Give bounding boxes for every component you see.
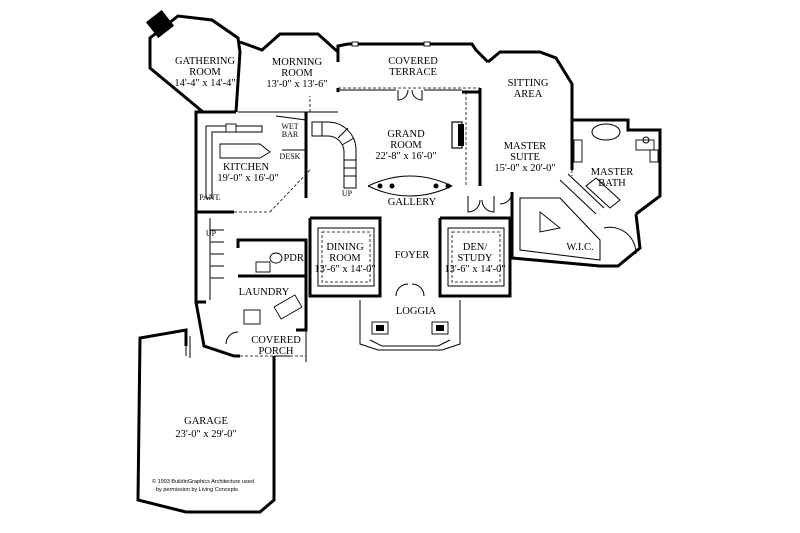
pdr-name: PDR.: [283, 253, 306, 264]
den-study-dims: 13'-6" x 14'-0": [444, 264, 505, 275]
dining-room-name: DINING: [326, 242, 364, 253]
bathtub: [591, 123, 621, 141]
gathering-room-name2: ROOM: [189, 67, 221, 78]
copyright-line-1: © 1993 BuildinGraphics Architecture used: [152, 478, 254, 485]
wic-name: W.I.C.: [566, 242, 593, 253]
den-study-name: DEN/: [463, 242, 488, 253]
copyright-note: © 1993 BuildinGraphics Architecture used…: [152, 478, 254, 493]
foyer: [379, 232, 441, 297]
covered-terrace-name2: TERRACE: [389, 67, 437, 78]
grand-room: [304, 88, 480, 198]
den-study: [438, 216, 512, 298]
copyright-line-2: by permission by Living Concepts: [156, 487, 238, 493]
kitchen: [194, 110, 311, 214]
morning-room-name2: ROOM: [281, 68, 313, 79]
laundry: [238, 274, 308, 332]
walk-in-closet: [510, 173, 642, 268]
covered-terrace-name: COVERED: [388, 56, 438, 67]
dining-room-name2: ROOM: [329, 253, 361, 264]
dining-room-dims: 13'-6" x 14'-0": [314, 264, 375, 275]
grand-room-name2: ROOM: [390, 140, 422, 151]
master-bath-name: MASTER: [591, 167, 634, 178]
kitchen-name: KITCHEN: [223, 162, 269, 173]
grand-room-dims: 22'-8" x 16'-0": [375, 151, 436, 162]
master-suite: [478, 92, 574, 218]
dining-room: [308, 216, 382, 298]
stair-up-label: UP: [342, 189, 353, 198]
small-labels: WET BAR DESK PANT. UP UP: [199, 122, 352, 238]
gathering-room-dims: 14'-4" x 14'-4": [174, 78, 235, 89]
covered-porch-name2: PORCH: [258, 346, 293, 357]
kitchen-dims: 19'-0" x 16'-0": [217, 173, 278, 184]
master-bath-name2: BATH: [598, 178, 626, 189]
staircase: [311, 121, 357, 189]
loggia: [359, 300, 461, 351]
morning-room-name: MORNING: [272, 57, 323, 68]
gathering-room: [145, 9, 242, 114]
back-stair: [194, 212, 224, 304]
loggia-name: LOGGIA: [396, 306, 437, 317]
gallery-name: GALLERY: [388, 197, 437, 208]
covered-porch-name: COVERED: [251, 335, 301, 346]
garage-name: GARAGE: [184, 416, 228, 427]
sitting-area-name: SITTING: [508, 78, 549, 89]
master-bath: [572, 118, 662, 216]
room-labels: GATHERING ROOM 14'-4" x 14'-4" MORNING R…: [174, 56, 633, 440]
gathering-room-name: GATHERING: [175, 56, 235, 67]
gallery: [367, 92, 495, 213]
den-study-name2: STUDY: [457, 253, 492, 264]
pantry-label: PANT.: [199, 193, 221, 202]
wet-bar-label-2: BAR: [282, 130, 299, 139]
desk-label: DESK: [280, 152, 301, 161]
wet-bar-label-1: WET: [281, 122, 298, 131]
morning-room-dims: 13'-0" x 13'-6": [266, 79, 327, 90]
grand-room-name: GRAND: [387, 129, 425, 140]
powder-room: [236, 238, 308, 276]
sitting-area-name2: AREA: [514, 89, 543, 100]
laundry-name: LAUNDRY: [239, 287, 290, 298]
garage: [136, 328, 290, 514]
master-suite-name2: SUITE: [510, 152, 540, 163]
foyer-name: FOYER: [395, 250, 429, 261]
garage-dims: 23'-0" x 29'-0": [175, 429, 236, 440]
covered-terrace: [336, 41, 490, 89]
master-suite-name: MASTER: [504, 141, 547, 152]
back-stair-up-label: UP: [206, 229, 217, 238]
master-suite-dims: 15'-0" x 20'-0": [494, 163, 555, 174]
fireplace: [145, 9, 175, 39]
